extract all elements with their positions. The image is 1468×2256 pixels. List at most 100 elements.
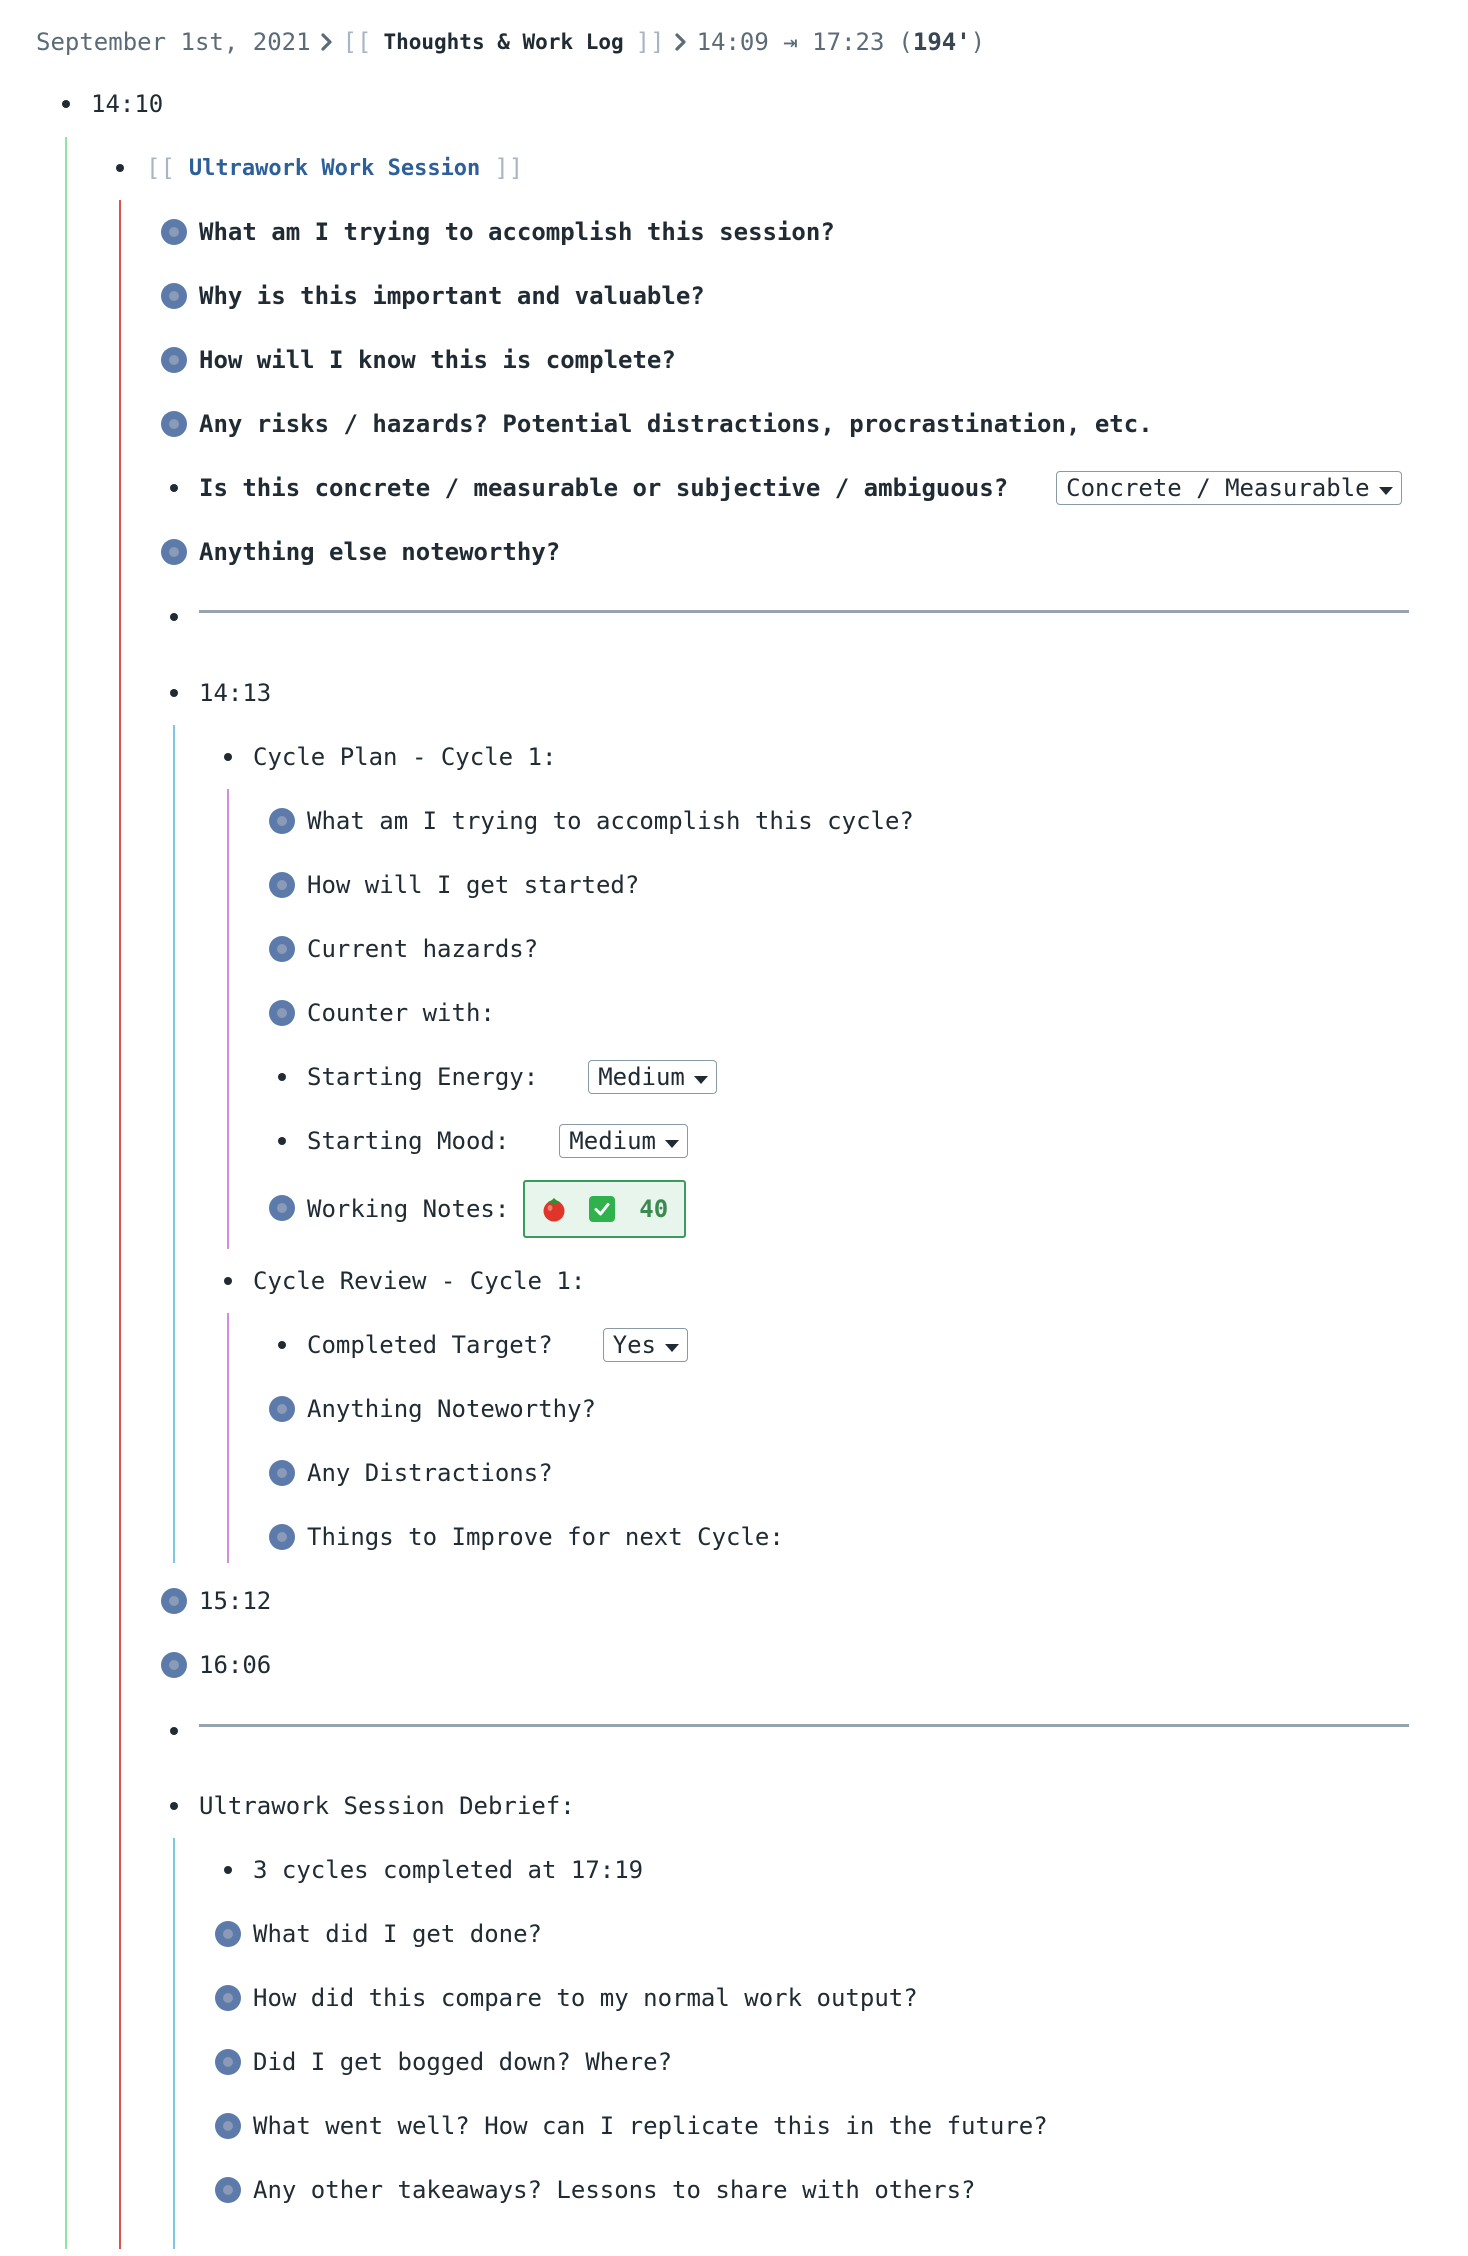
block-text[interactable]: 14:13 xyxy=(199,679,272,707)
block-text[interactable]: Did I get bogged down? Where? xyxy=(253,2048,673,2076)
collapsed-block-bullet[interactable] xyxy=(269,808,295,834)
collapsed-block-bullet[interactable] xyxy=(269,1195,295,1221)
block-bullet[interactable] xyxy=(170,689,178,697)
collapsed-block-bullet[interactable] xyxy=(215,1921,241,1947)
block-text[interactable]: Cycle Plan - Cycle 1: xyxy=(253,743,557,771)
measurability-dropdown[interactable]: Concrete / Measurable xyxy=(1056,471,1402,505)
block-row: 14:13 xyxy=(199,669,271,717)
block-text[interactable]: Any Distractions? xyxy=(307,1459,553,1487)
block-text[interactable]: 15:12 xyxy=(199,1587,272,1615)
block-text[interactable]: Current hazards? xyxy=(307,935,539,963)
caret-down-icon xyxy=(665,1344,679,1352)
block-text[interactable]: Why is this important and valuable? xyxy=(199,282,705,310)
completed-target-dropdown[interactable]: Yes xyxy=(602,1328,688,1362)
chevron-right-icon xyxy=(320,33,332,51)
collapsed-block-bullet[interactable] xyxy=(161,347,187,373)
block-text[interactable]: Things to Improve for next Cycle: xyxy=(307,1523,784,1551)
caret-down-icon xyxy=(1378,487,1393,495)
collapsed-block-bullet[interactable] xyxy=(269,1000,295,1026)
block-row: Did I get bogged down? Where? xyxy=(253,2038,672,2086)
collapsed-block-bullet[interactable] xyxy=(161,283,187,309)
block-text[interactable]: Starting Mood: xyxy=(307,1127,510,1155)
block-text[interactable]: What did I get done? xyxy=(253,1920,542,1948)
block-text[interactable]: Anything Noteworthy? xyxy=(307,1395,596,1423)
collapsed-block-bullet[interactable] xyxy=(161,1652,187,1678)
block-text[interactable]: What am I trying to accomplish this cycl… xyxy=(307,807,914,835)
block-row: 16:06 xyxy=(199,1641,271,1689)
block-bullet[interactable] xyxy=(224,1866,232,1874)
collapsed-block-bullet[interactable] xyxy=(269,872,295,898)
collapsed-block-bullet[interactable] xyxy=(161,1588,187,1614)
block-bullet[interactable] xyxy=(170,613,178,621)
block-row: Things to Improve for next Cycle: xyxy=(307,1513,784,1561)
block-row: Completed Target? Yes xyxy=(307,1321,688,1369)
block-text[interactable]: What am I trying to accomplish this sess… xyxy=(199,218,835,246)
block-text[interactable]: Completed Target? xyxy=(307,1331,553,1359)
pomodoro-count: 40 xyxy=(639,1195,669,1223)
block-text[interactable]: Counter with: xyxy=(307,999,495,1027)
block-text[interactable]: Starting Energy: xyxy=(307,1063,539,1091)
block-bullet[interactable] xyxy=(224,753,232,761)
block-row: Current hazards? xyxy=(307,925,538,973)
pomodoro-timer-widget[interactable]: 40 xyxy=(523,1180,687,1238)
block-text[interactable]: 16:06 xyxy=(199,1651,272,1679)
collapsed-block-bullet[interactable] xyxy=(269,1396,295,1422)
collapsed-block-bullet[interactable] xyxy=(215,2177,241,2203)
page-link-close-brackets: ]] xyxy=(635,28,665,56)
duration-close-paren: ) xyxy=(970,28,986,56)
block-text[interactable]: How did this compare to my normal work o… xyxy=(253,1984,918,2012)
dropdown-value: Concrete / Measurable xyxy=(1066,474,1370,502)
block-text[interactable]: What went well? How can I replicate this… xyxy=(253,2112,1048,2140)
block-row: Is this concrete / measurable or subject… xyxy=(199,464,1402,512)
block-row: 3 cycles completed at 17:19 xyxy=(253,1846,643,1894)
child-guide-line-level3 xyxy=(173,725,175,1563)
block-text[interactable]: 3 cycles completed at 17:19 xyxy=(253,1856,644,1884)
block-bullet[interactable] xyxy=(62,100,70,108)
caret-down-icon xyxy=(665,1140,679,1148)
breadcrumb-duration: 194' xyxy=(912,28,971,56)
ultrawork-session-link[interactable]: Ultrawork Work Session xyxy=(188,155,481,181)
block-row: Any risks / hazards? Potential distracti… xyxy=(199,400,1153,448)
block-bullet[interactable] xyxy=(224,1277,232,1285)
block-text[interactable]: How will I know this is complete? xyxy=(199,346,676,374)
collapsed-block-bullet[interactable] xyxy=(161,411,187,437)
block-row: What am I trying to accomplish this sess… xyxy=(199,208,835,256)
block-text[interactable]: 14:10 xyxy=(91,90,164,118)
block-row: Ultrawork Session Debrief: xyxy=(199,1782,575,1830)
collapsed-block-bullet[interactable] xyxy=(269,1524,295,1550)
block-text[interactable]: Any risks / hazards? Potential distracti… xyxy=(199,410,1153,438)
breadcrumb-date[interactable]: September 1st, 2021 xyxy=(36,28,311,56)
collapsed-block-bullet[interactable] xyxy=(215,2113,241,2139)
block-text[interactable]: Working Notes: xyxy=(307,1195,510,1223)
block-bullet[interactable] xyxy=(278,1137,286,1145)
collapsed-block-bullet[interactable] xyxy=(215,1985,241,2011)
caret-down-icon xyxy=(693,1076,708,1084)
block-bullet[interactable] xyxy=(116,164,124,172)
block-row: What am I trying to accomplish this cycl… xyxy=(307,797,914,845)
page-link-open-brackets: [[ xyxy=(146,154,175,182)
block-bullet[interactable] xyxy=(170,1727,178,1735)
dropdown-value: Yes xyxy=(612,1331,656,1359)
collapsed-block-bullet[interactable] xyxy=(269,1460,295,1486)
block-row: 14:10 xyxy=(91,80,163,128)
collapsed-block-bullet[interactable] xyxy=(161,219,187,245)
collapsed-block-bullet[interactable] xyxy=(269,936,295,962)
block-text[interactable]: Ultrawork Session Debrief: xyxy=(199,1792,575,1820)
collapsed-block-bullet[interactable] xyxy=(161,539,187,565)
collapsed-block-bullet[interactable] xyxy=(215,2049,241,2075)
checkmark-icon xyxy=(589,1196,616,1222)
block-text[interactable]: Is this concrete / measurable or subject… xyxy=(199,474,1009,502)
chevron-right-icon xyxy=(674,33,686,51)
block-bullet[interactable] xyxy=(278,1073,286,1081)
starting-energy-dropdown[interactable]: Medium xyxy=(588,1060,717,1094)
block-text[interactable]: Cycle Review - Cycle 1: xyxy=(253,1267,586,1295)
block-text[interactable]: How will I get started? xyxy=(307,871,640,899)
block-bullet[interactable] xyxy=(170,484,178,492)
block-bullet[interactable] xyxy=(170,1802,178,1810)
block-bullet[interactable] xyxy=(278,1341,286,1349)
breadcrumb-page-link[interactable]: Thoughts & Work Log xyxy=(383,30,624,54)
starting-mood-dropdown[interactable]: Medium xyxy=(559,1124,688,1158)
block-row: Why is this important and valuable? xyxy=(199,272,705,320)
block-text[interactable]: Anything else noteworthy? xyxy=(199,538,561,566)
block-text[interactable]: Any other takeaways? Lessons to share wi… xyxy=(253,2176,976,2204)
